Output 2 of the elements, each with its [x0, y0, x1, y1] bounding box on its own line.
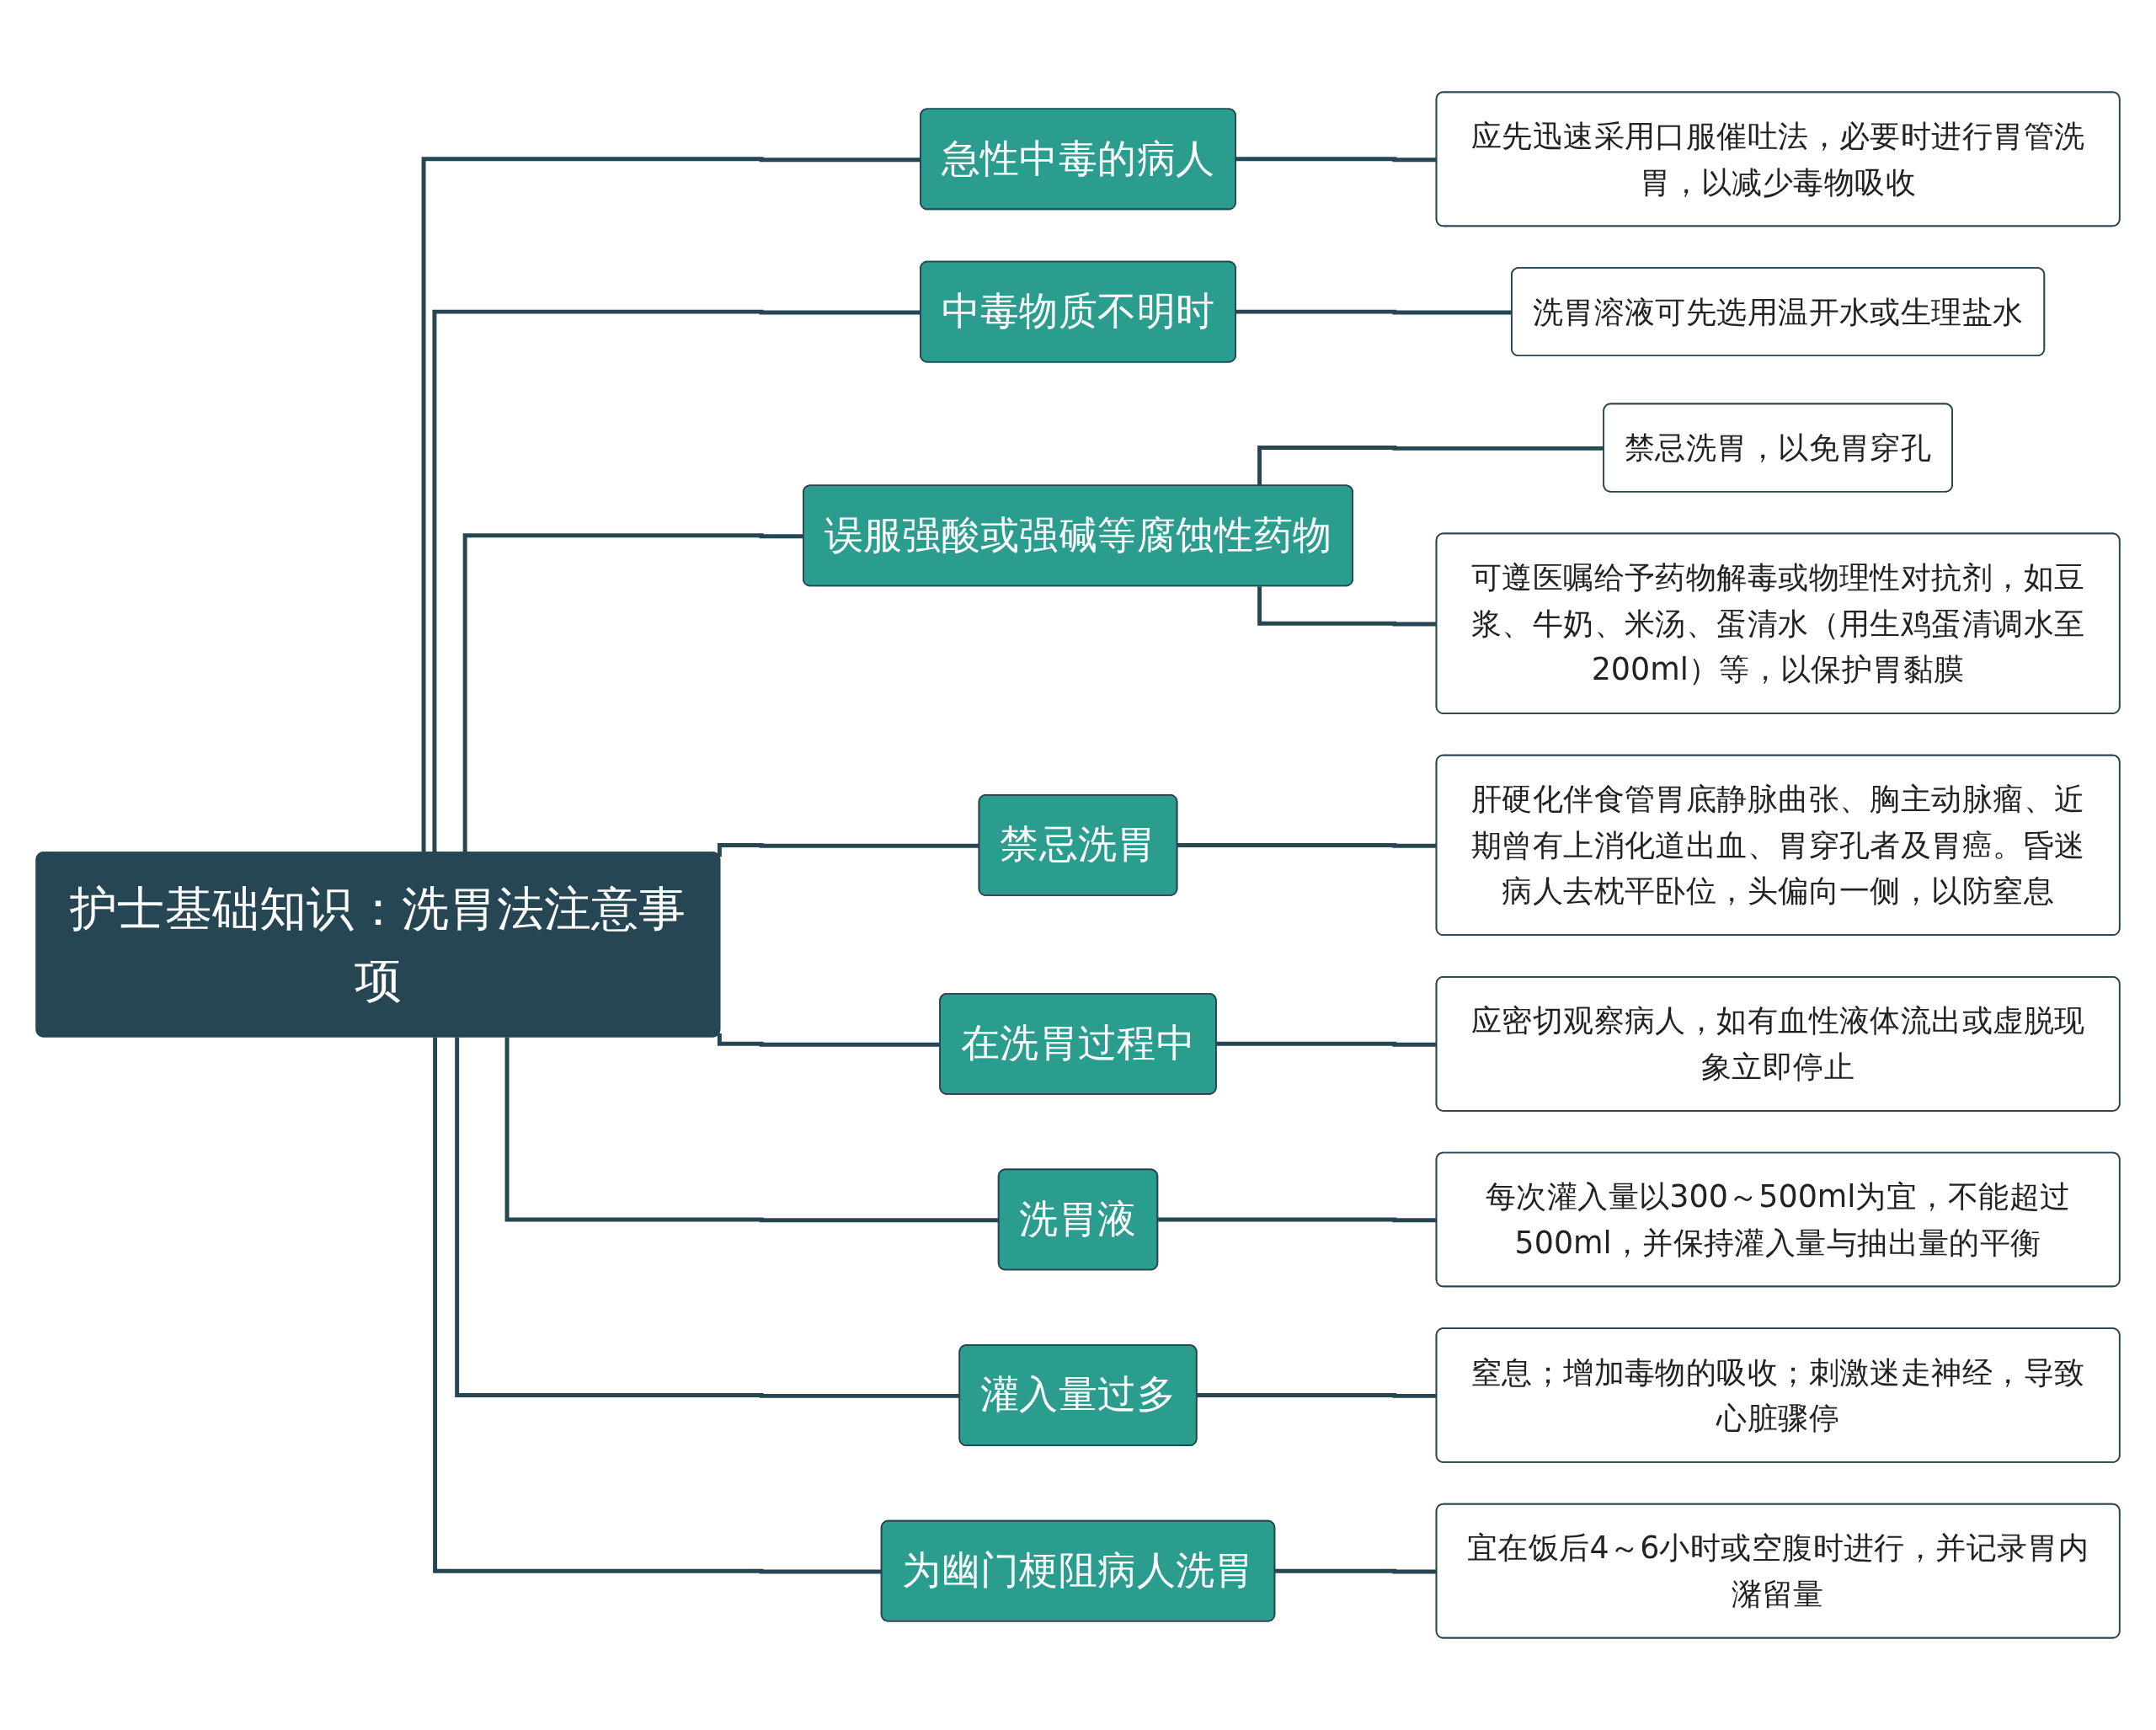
connector: [1257, 446, 1604, 487]
connector: [717, 1033, 941, 1047]
